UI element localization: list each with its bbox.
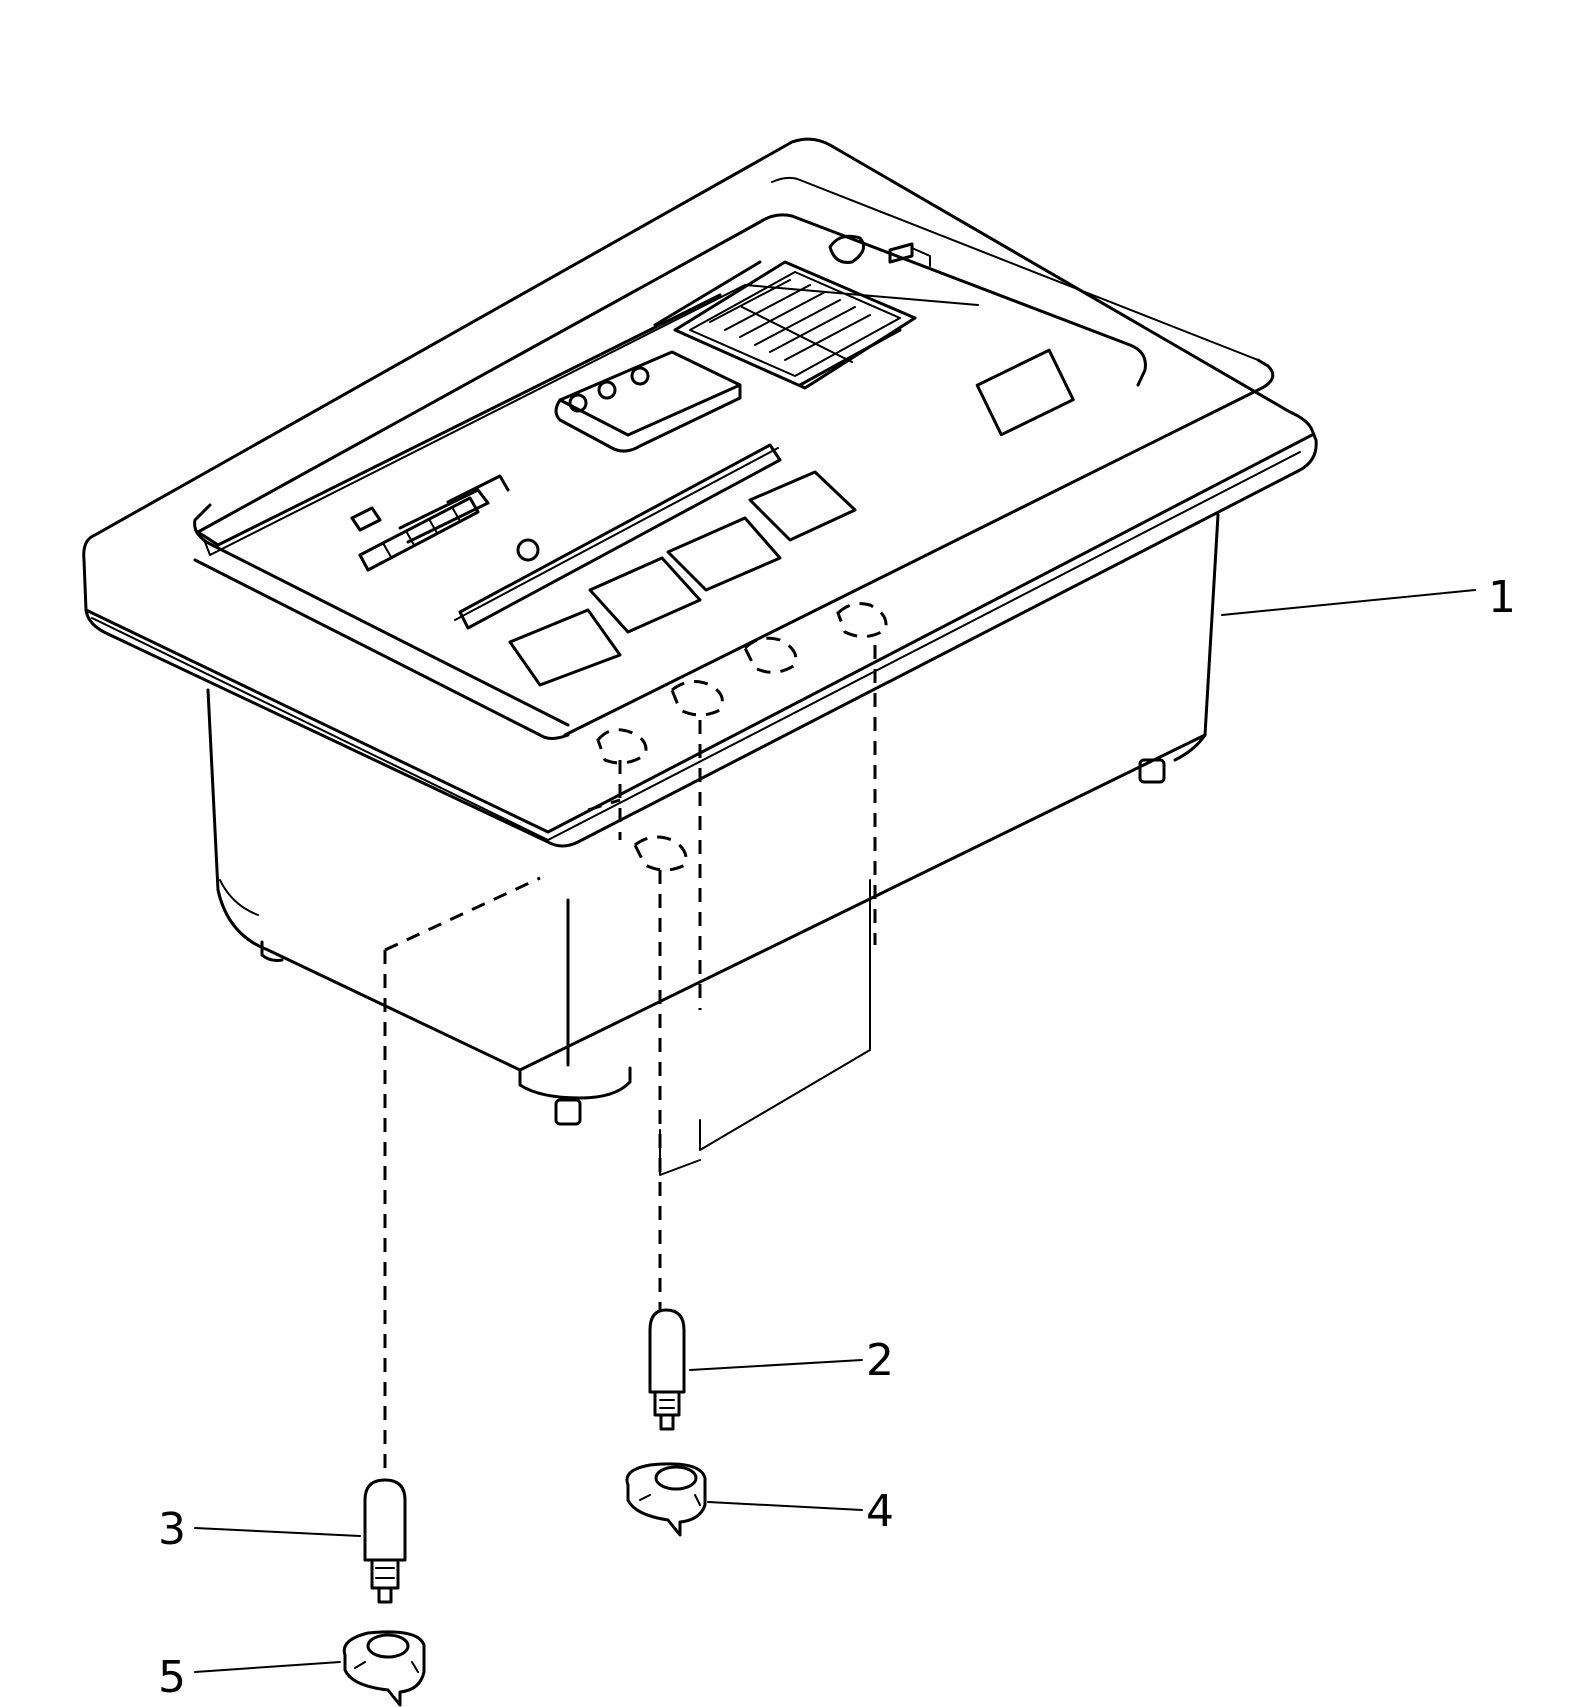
- indicator-lamp-row: [350, 474, 540, 572]
- hidden-bulb-sockets: [587, 602, 888, 872]
- panel-housing: [206, 513, 1220, 1176]
- panel-bezel: [82, 137, 1318, 848]
- callout-1: 1: [1221, 572, 1516, 623]
- assembly-lines: [383, 645, 877, 1470]
- callout-5: 5: [158, 1652, 341, 1703]
- callout-label-4: 4: [866, 1486, 894, 1537]
- switch-buttons: [508, 470, 857, 687]
- warning-icons: [828, 234, 1075, 437]
- segment-display: [653, 260, 917, 390]
- bulb-part-3: [363, 1478, 407, 1604]
- callout-label-5: 5: [158, 1652, 186, 1703]
- socket-part-4: [625, 1462, 707, 1537]
- callout-label-3: 3: [158, 1504, 186, 1555]
- callout-3: 3: [158, 1504, 361, 1555]
- callout-label-1: 1: [1488, 572, 1516, 623]
- bulb-part-2: [648, 1308, 686, 1431]
- callout-2: 2: [689, 1335, 894, 1386]
- socket-part-5: [342, 1630, 426, 1707]
- callout-4: 4: [707, 1486, 894, 1537]
- callout-label-2: 2: [866, 1335, 894, 1386]
- monitor-panel-assembly: [82, 137, 1318, 1176]
- gauge-window: [554, 350, 742, 453]
